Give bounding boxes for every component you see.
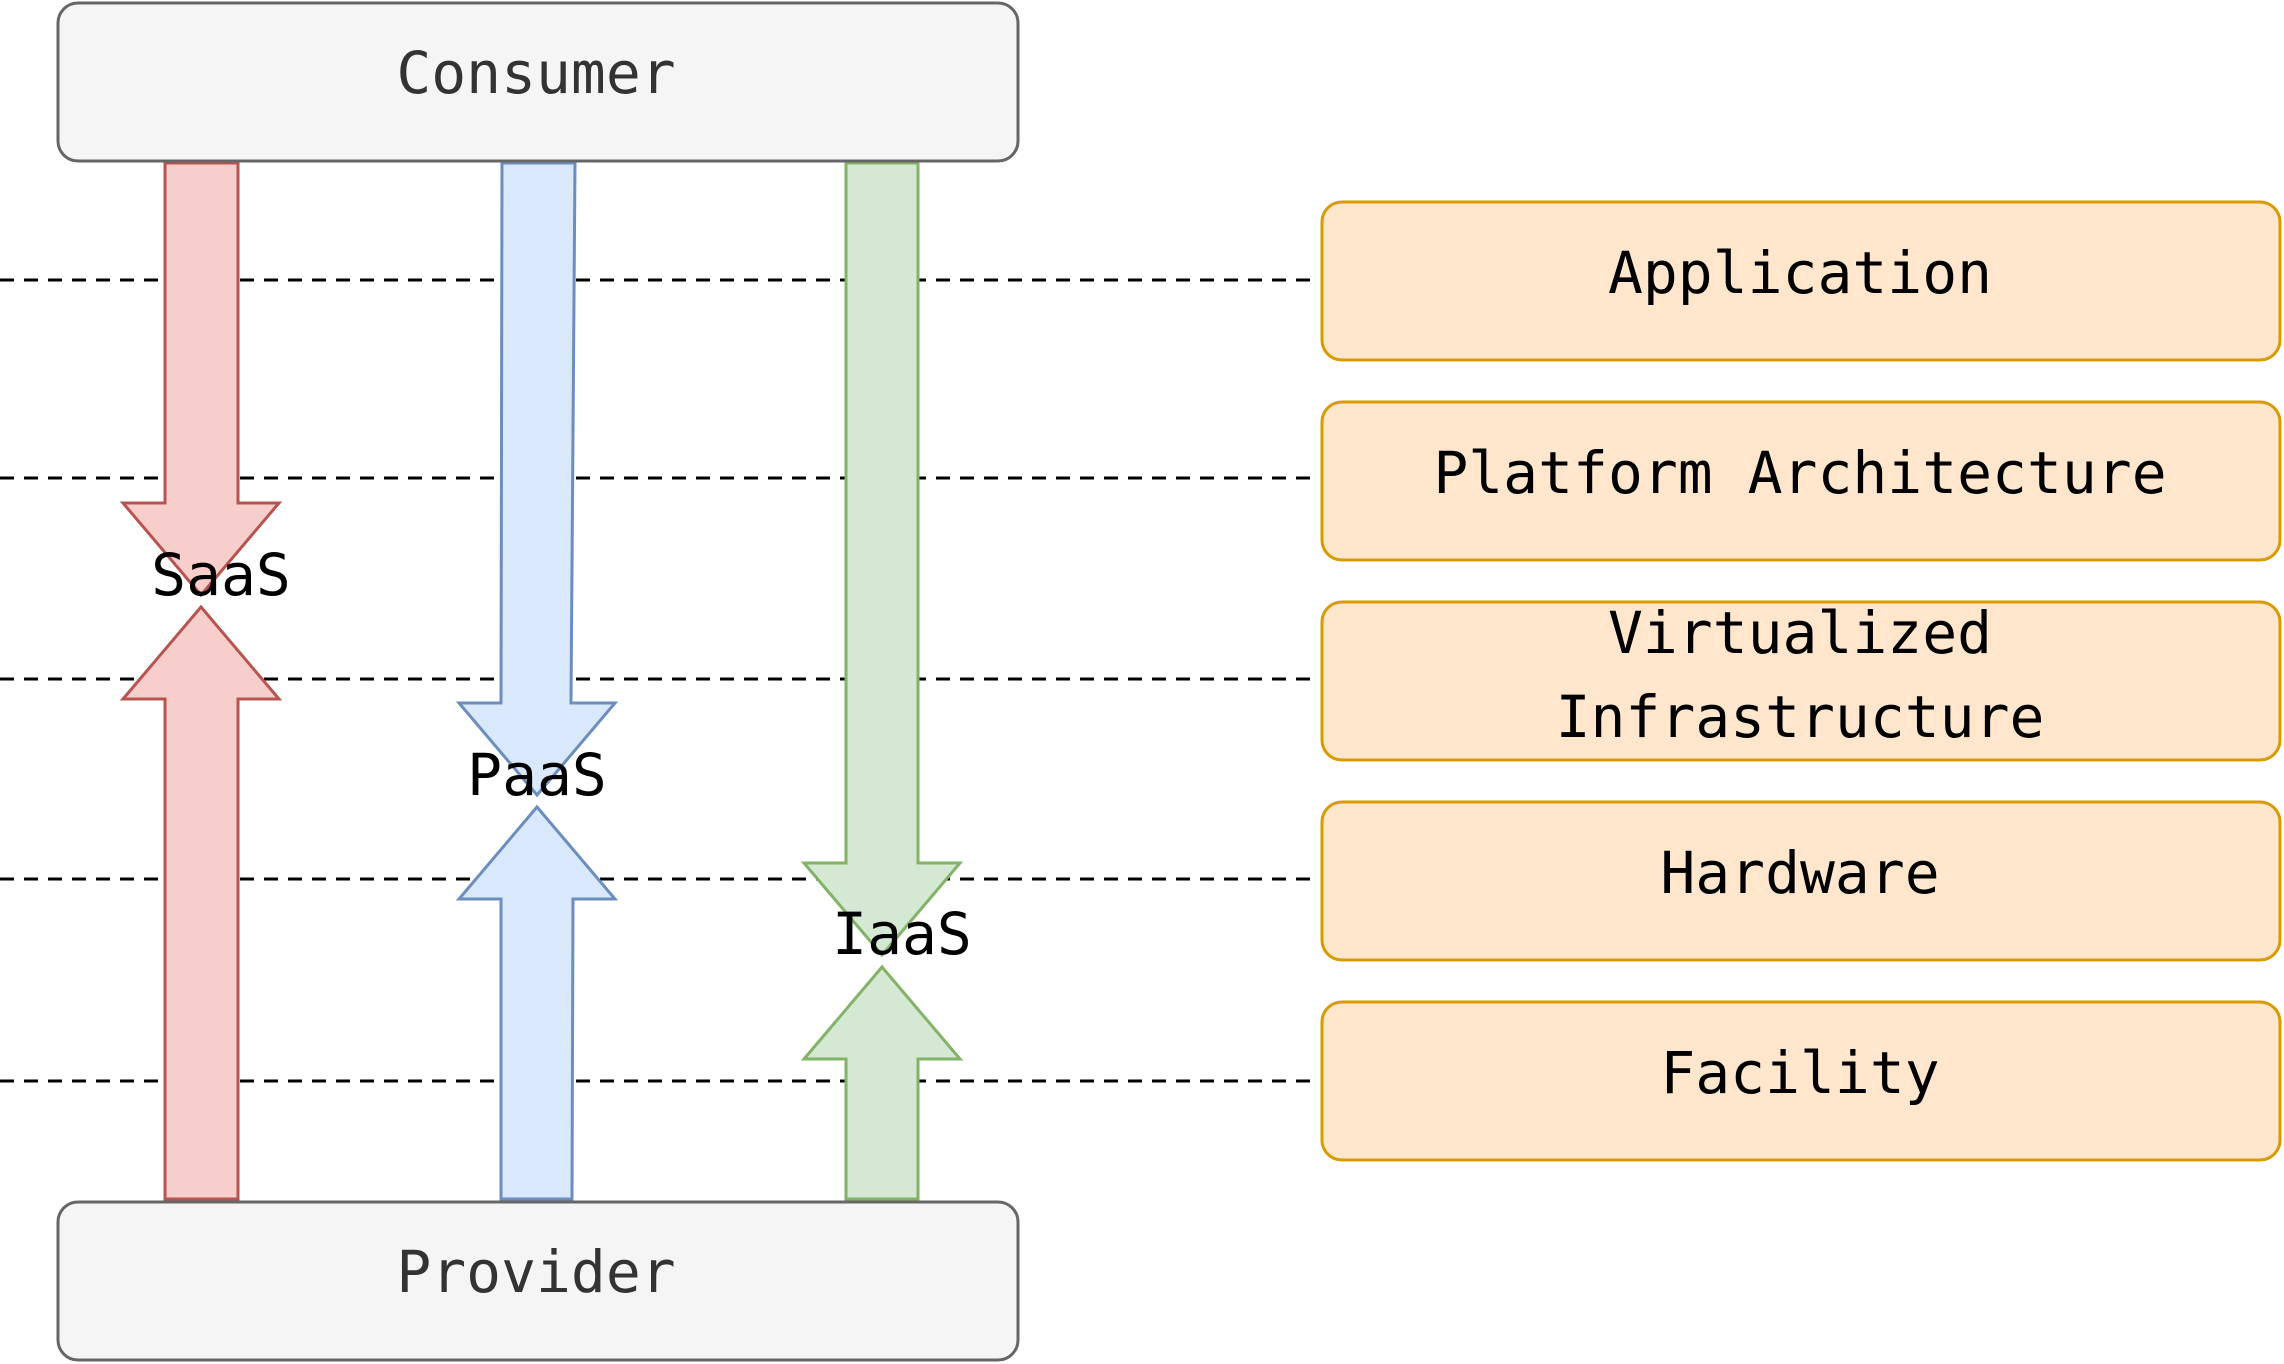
layer-label-application: Application [1608,239,1992,307]
iaas-up-arrow [800,964,964,1201]
iaas-arrow-pair: IaaS [800,161,972,1201]
paas-arrow-pair: PaaS [455,161,619,1201]
consumer-label: Consumer [396,39,675,107]
saas-down-arrow [119,161,283,598]
saas-label: SaaS [151,541,291,609]
provider-box: Provider [56,1200,1020,1362]
layer-label-infrastructure: Infrastructure [1556,683,2045,751]
layer-label-hardware: Hardware [1660,839,1939,907]
consumer-box: Consumer [56,1,1020,163]
paas-down-arrow [455,161,619,798]
layer-box-facility: Facility [1320,1000,2282,1162]
layer-label-virtualized: Virtualized [1608,599,1992,667]
paas-up-arrow [455,804,619,1201]
saas-arrow-pair: SaaS [119,161,291,1201]
provider-label: Provider [396,1238,675,1306]
layer-box-virtualized-infrastructure: Virtualized Infrastructure [1320,599,2282,762]
iaas-label: IaaS [832,900,972,968]
paas-label: PaaS [467,741,607,809]
layer-label-platform-architecture: Platform Architecture [1433,439,2166,507]
layer-box-platform-architecture: Platform Architecture [1320,400,2282,562]
layer-box-application: Application [1320,200,2282,362]
saas-up-arrow [119,604,283,1201]
layer-box-hardware: Hardware [1320,800,2282,962]
layer-label-facility: Facility [1660,1039,1939,1107]
iaas-down-arrow [800,161,964,958]
